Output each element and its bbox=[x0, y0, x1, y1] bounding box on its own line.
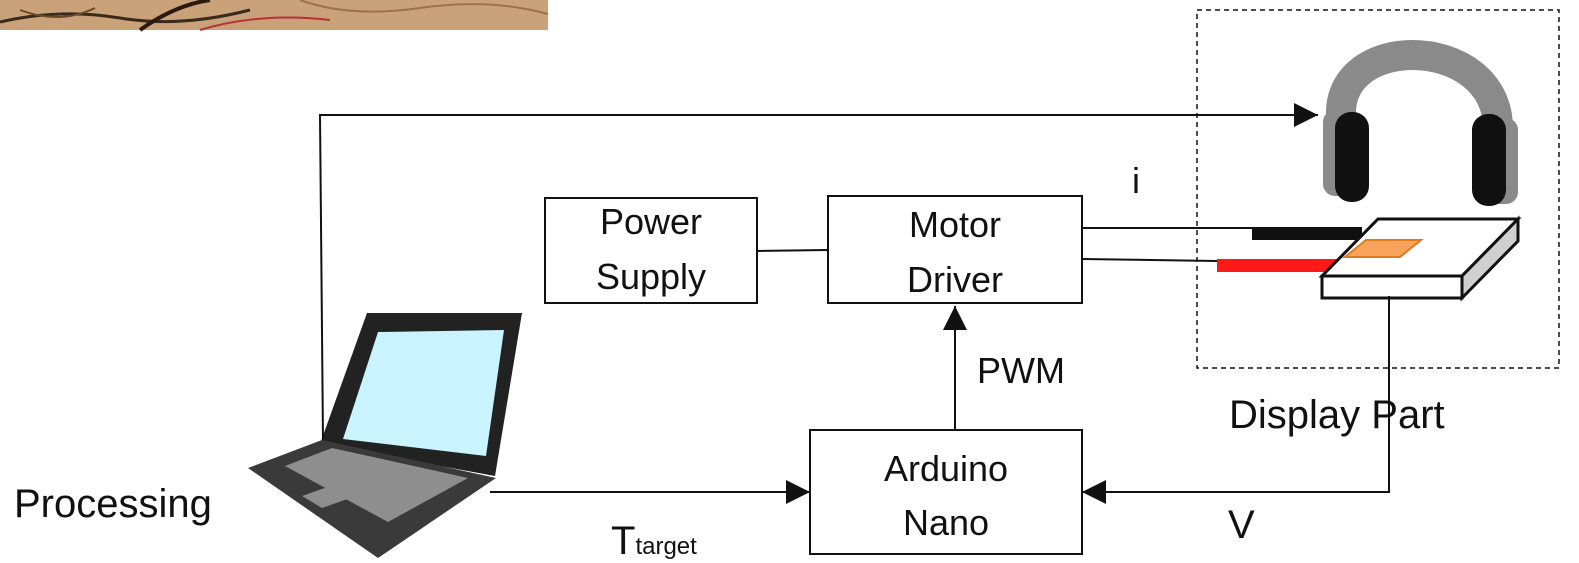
processing-label: Processing bbox=[14, 482, 212, 526]
target-temp-subscript: target bbox=[635, 533, 697, 560]
target-temp-main: T bbox=[611, 519, 635, 563]
power-supply-label-2: Supply bbox=[596, 256, 706, 297]
target-temp-label: Ttarget bbox=[611, 519, 697, 563]
power-supply-label-1: Power bbox=[600, 201, 702, 242]
laptop-screen bbox=[343, 330, 504, 456]
driver-to-red-wire-line bbox=[1081, 258, 1218, 262]
display-part-label: Display Part bbox=[1229, 393, 1445, 437]
display-part-region bbox=[1196, 9, 1560, 369]
connections bbox=[318, 103, 1390, 504]
headphones-icon bbox=[1323, 40, 1518, 206]
arduino-nano-block: Arduino Nano bbox=[809, 429, 1083, 555]
thermal-display-device bbox=[1217, 215, 1522, 302]
processing-to-headphones-arrow bbox=[318, 103, 1318, 441]
laptop-touchpad bbox=[302, 484, 356, 508]
power-supply-block: Power Supply bbox=[544, 197, 758, 304]
current-label: i bbox=[1132, 160, 1140, 201]
arduino-label-1: Arduino bbox=[884, 448, 1008, 489]
arduino-label-2: Nano bbox=[903, 502, 989, 543]
photo-fragment bbox=[0, 0, 549, 32]
motor-driver-block: Motor Driver bbox=[827, 195, 1083, 304]
peltier-element bbox=[1342, 239, 1424, 258]
motor-driver-label-1: Motor bbox=[909, 204, 1001, 245]
black-wire bbox=[1252, 227, 1362, 240]
voltage-label: V bbox=[1228, 503, 1255, 547]
power-to-driver-line bbox=[756, 249, 829, 252]
pwm-label: PWM bbox=[977, 350, 1065, 391]
red-wire bbox=[1217, 259, 1347, 272]
laptop-icon bbox=[248, 313, 522, 558]
plate-front bbox=[1320, 274, 1464, 300]
motor-driver-label-2: Driver bbox=[907, 259, 1003, 300]
laptop-keyboard bbox=[285, 448, 468, 522]
voltage-feedback-arrow bbox=[1082, 296, 1390, 504]
